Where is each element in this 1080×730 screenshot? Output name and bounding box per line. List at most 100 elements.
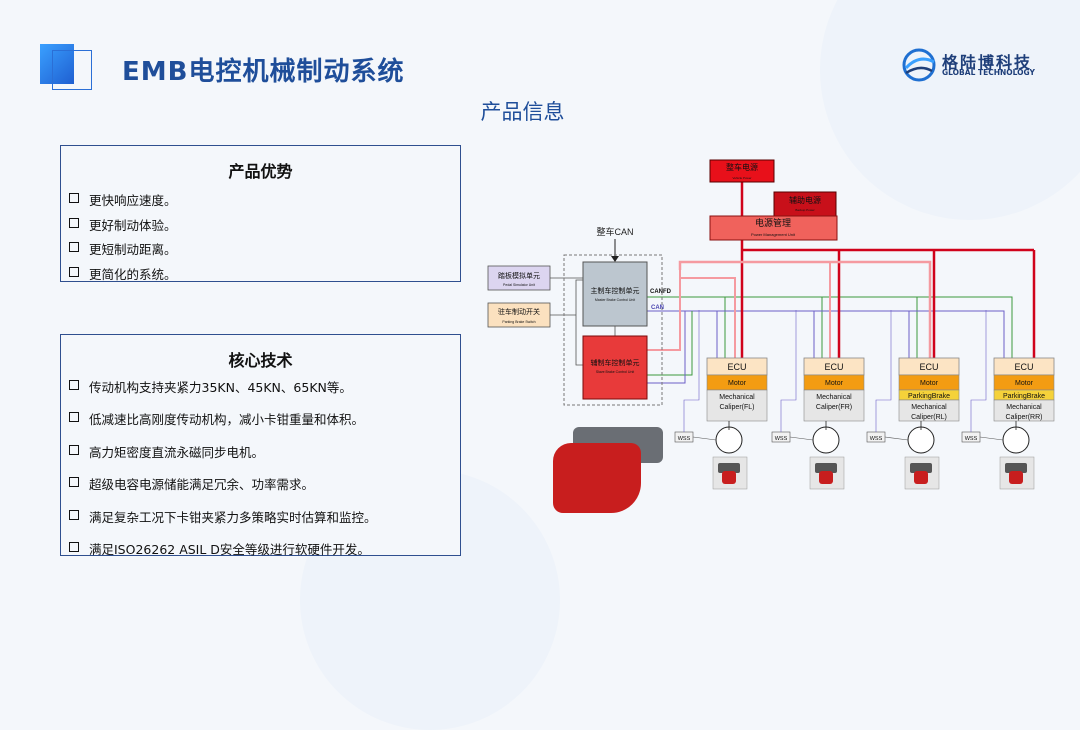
motor-label: Motor <box>920 380 939 387</box>
caliper-thumbnail-body <box>722 471 736 484</box>
list-item: 更简化的系统。 <box>61 264 460 289</box>
list-item: 满足复杂工况下卡钳夹紧力多策略实时估算和监控。 <box>61 507 460 539</box>
caliper-label: Caliper(RR) <box>1006 414 1043 421</box>
wheel-icon <box>812 426 840 454</box>
parking-brake-label: ParkingBrake <box>1003 393 1045 400</box>
can-wire <box>647 310 910 363</box>
title-decoration-icon <box>52 50 92 90</box>
checkbox-icon <box>69 193 79 203</box>
parking-switch-label: 驻车制动开关 <box>498 307 540 316</box>
parking-switch-wire <box>550 279 583 366</box>
canfd-wire <box>647 296 918 363</box>
caliper-label: Caliper(RL) <box>911 414 947 421</box>
vehicle-power-box <box>709 159 775 183</box>
brand-name-en: GLOBAL TECHNOLOGY <box>942 68 1035 77</box>
slave-brake-label: 辅制车控制单元 <box>591 358 640 367</box>
caliper-thumbnail-body <box>914 471 928 484</box>
core-tech-list: 传动机构支持夹紧力35KN、45KN、65KN等。 低减速比高刚度传动机构，减小… <box>61 377 460 571</box>
motor-label: Motor <box>728 380 747 387</box>
checkbox-icon <box>69 217 79 228</box>
wheel-icon <box>907 426 935 454</box>
mechanical-label: Mechanical <box>911 404 947 411</box>
wss-wire <box>979 436 1004 441</box>
checkbox-icon <box>69 242 79 252</box>
motor-label: Motor <box>825 380 844 387</box>
list-item: 低减速比高刚度传动机构，减小卡钳重量和体积。 <box>61 409 460 441</box>
caliper-thumbnail-actuator <box>815 463 837 473</box>
list-item: 传动机构支持夹紧力35KN、45KN、65KN等。 <box>61 377 460 409</box>
svg-text:Master Brake Control Unit: Master Brake Control Unit <box>595 298 635 302</box>
backup-drop-wire <box>680 277 736 363</box>
canfd-label: CANFD <box>650 289 672 295</box>
checkbox-icon <box>69 509 79 520</box>
mechanical-label: Mechanical <box>719 394 755 401</box>
pedal-simulator-box <box>487 265 551 291</box>
caliper-thumbnail-actuator <box>718 463 740 473</box>
mechanical-label: Mechanical <box>816 394 852 401</box>
can-wire <box>647 310 718 363</box>
caliper-thumbnail-actuator <box>910 463 932 473</box>
list-item: 更好制动体验。 <box>61 215 460 240</box>
slave-can-wire <box>647 311 686 384</box>
list-item: 超级电容电源储能满足冗余、功率需求。 <box>61 474 460 506</box>
checkbox-icon <box>69 266 79 277</box>
wss-wire <box>692 436 717 441</box>
wss-wire <box>789 436 814 441</box>
brand-name: 格陆博科技 <box>942 53 1033 72</box>
mechanical-box <box>706 389 768 422</box>
wss-label: WSS <box>870 436 883 442</box>
vehicle-power-label: 整车电源 <box>726 162 758 172</box>
advantages-panel: 产品优势 更快响应速度。 更好制动体验。 更短制动距离。 更简化的系统。 <box>60 145 461 282</box>
ecu-group: ECUMotorMechanicalCaliper(FL)WSSECUMotor… <box>674 310 1055 490</box>
brake-controller-group <box>563 254 663 406</box>
company-logo: 格陆博科技 GLOBAL TECHNOLOGY <box>900 44 1050 84</box>
checkbox-icon <box>69 380 79 390</box>
wss-label: WSS <box>775 436 788 442</box>
core-tech-title: 核心技术 <box>228 351 293 370</box>
wheel-icon <box>1002 426 1030 454</box>
caliper-label: Caliper(FR) <box>816 404 852 411</box>
page-title: EMB电控机械制动系统 <box>122 57 405 87</box>
checkbox-icon <box>69 477 79 488</box>
vehicle-can-label: 整车CAN <box>596 226 633 237</box>
svg-text:Pedal Simulator Unit: Pedal Simulator Unit <box>503 283 535 287</box>
can-wire <box>647 310 1005 363</box>
can-wire <box>647 310 815 363</box>
list-item: 满足ISO26262 ASIL D安全等级进行软硬件开发。 <box>61 539 460 571</box>
slave-power-wire <box>647 270 681 351</box>
wss-can-wire <box>970 310 987 432</box>
wss-can-wire <box>875 310 892 432</box>
backup-power-box <box>773 191 837 217</box>
mechanical-box <box>993 399 1055 422</box>
mechanical-label: Mechanical <box>1006 404 1042 411</box>
wss-label: WSS <box>678 436 691 442</box>
caliper-thumbnail-actuator <box>1005 463 1027 473</box>
arrow-down-icon <box>611 256 619 262</box>
wss-label: WSS <box>965 436 978 442</box>
advantages-list: 更快响应速度。 更好制动体验。 更短制动距离。 更简化的系统。 <box>61 190 460 288</box>
wss-can-wire <box>780 310 797 432</box>
mechanical-box <box>803 389 865 422</box>
ecu-label: ECU <box>727 362 746 372</box>
ecu-label: ECU <box>919 362 938 372</box>
svg-text:Power Management Unit: Power Management Unit <box>751 232 796 237</box>
checkbox-icon <box>69 412 79 423</box>
motor-label: Motor <box>1015 380 1034 387</box>
power-management-box <box>709 215 838 241</box>
master-brake-unit <box>582 261 648 327</box>
list-item: 高力矩密度直流永磁同步电机。 <box>61 442 460 474</box>
checkbox-icon <box>69 444 79 455</box>
wss-wire <box>884 436 909 441</box>
caliper-thumbnail-body <box>819 471 833 484</box>
caliper-thumbnail-body <box>1009 471 1023 484</box>
svg-text:Vehicle Power: Vehicle Power <box>732 176 751 180</box>
caliper-label: Caliper(FL) <box>719 404 754 411</box>
checkbox-icon <box>69 541 79 552</box>
mechanical-box <box>898 399 960 422</box>
page-subtitle: 产品信息 <box>480 100 565 124</box>
backup-power-label: 辅助电源 <box>789 195 821 205</box>
globe-logo-icon <box>902 48 936 82</box>
system-diagram: 整车电源 Vehicle Power 辅助电源 Backup Power 电源管… <box>487 159 1055 490</box>
parking-switch-box <box>487 302 551 328</box>
list-item: 更快响应速度。 <box>61 190 460 215</box>
